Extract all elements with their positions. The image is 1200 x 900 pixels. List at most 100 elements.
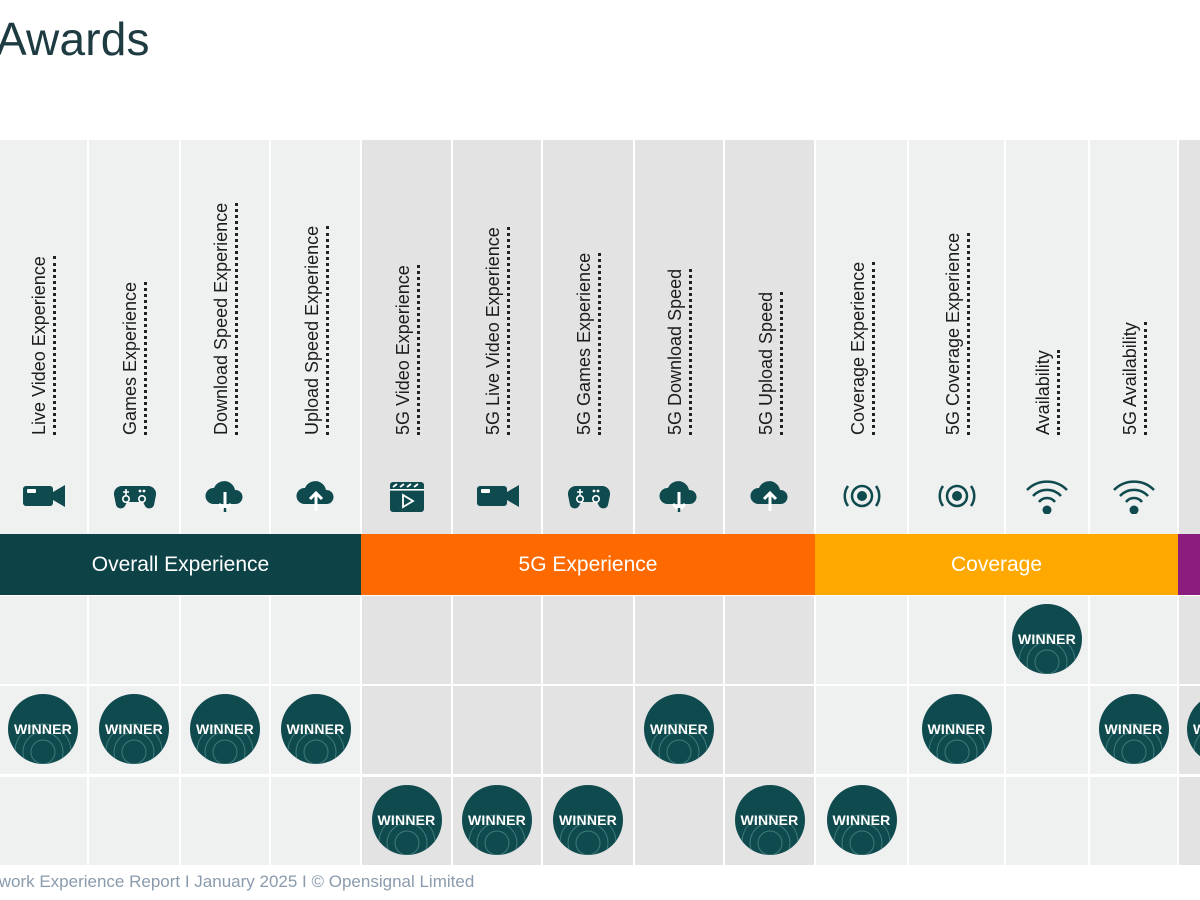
cloud-upload-icon [746, 478, 796, 512]
video-clapper-icon [383, 478, 433, 512]
column-header: Availability [1006, 140, 1088, 534]
column-label: Coverage Experience [847, 261, 875, 435]
winner-badge-label: WINNER [14, 721, 72, 737]
column-header: Download Speed Experience [181, 140, 269, 534]
award-cell [0, 596, 87, 684]
column-header: 5G Video Experience [362, 140, 451, 534]
column-label-text: 5G Coverage Experience [942, 232, 970, 435]
group-band-label: 5G Experience [518, 552, 658, 576]
column-label: Availability [1033, 350, 1060, 435]
award-cell [635, 777, 723, 865]
video-camera-icon [19, 478, 69, 512]
winner-badge-label: WINNER [468, 812, 526, 828]
winner-badge: WINNER [826, 785, 897, 855]
column-label-text: Games Experience [120, 281, 147, 435]
winner-badge: WINNER [921, 694, 992, 764]
award-cell [453, 686, 541, 774]
group-band-label: Coverage [950, 552, 1043, 576]
signal-rings-icon [933, 478, 983, 512]
winner-badge: WINNER [190, 694, 260, 764]
column-label-text: 5G Games Experience [574, 252, 601, 435]
column-header [1179, 140, 1200, 534]
signal-rings-icon [838, 478, 888, 512]
group-band-coverage: Coverage [815, 534, 1178, 595]
column-header: Upload Speed Experience [271, 140, 360, 534]
winner-badge-label: WINNER [105, 721, 163, 737]
column-label: 5G Games Experience [574, 252, 601, 435]
column-label: 5G Coverage Experience [942, 232, 970, 435]
column-label: 5G Download Speed [665, 268, 692, 435]
column-label-text: 5G Video Experience [392, 265, 420, 435]
award-cell [181, 777, 269, 865]
cloud-download-icon [201, 478, 251, 513]
column-label-text: 5G Download Speed [665, 268, 692, 435]
column-label-text: 5G Live Video Experience [483, 227, 510, 435]
cloud-upload-icon [292, 478, 342, 512]
column-header: Games Experience [89, 140, 179, 534]
column-header: Live Video Experience [0, 140, 87, 534]
winner-badge-label: WINNER [286, 721, 345, 737]
winner-badge: WINNER [99, 694, 169, 764]
column-label-text: Upload Speed Experience [301, 225, 329, 435]
cloud-download-icon [655, 478, 705, 513]
column-header: 5G Games Experience [543, 140, 633, 534]
winner-badge: WINNER [371, 785, 442, 855]
winner-badge-label: WINNER [650, 721, 708, 737]
group-band-5g: 5G Experience [361, 534, 815, 595]
winner-badge: WINNER [8, 694, 78, 764]
column-label-text: Coverage Experience [847, 261, 875, 435]
winner-badge-label: WINNER [740, 812, 799, 828]
award-cell [909, 596, 1004, 684]
award-cell [816, 596, 907, 684]
column-label: Live Video Experience [29, 256, 56, 435]
award-cell [1090, 596, 1177, 684]
column-label: Upload Speed Experience [301, 225, 329, 435]
wifi-icon [1110, 478, 1160, 515]
column-label: Games Experience [120, 281, 147, 435]
column-header: 5G Coverage Experience [909, 140, 1004, 534]
winner-badge: WINNER [462, 785, 532, 855]
winner-badge: WINNER [280, 694, 351, 764]
column-label: 5G Availability [1119, 322, 1147, 435]
page-title: Awards [0, 13, 150, 65]
gamepad-icon [110, 478, 160, 512]
winner-badge: WINNER [1098, 694, 1169, 764]
award-cell [453, 596, 541, 684]
footer-text: twork Experience Report I January 2025 I… [0, 872, 475, 891]
award-cell [0, 777, 87, 865]
award-cell [1179, 777, 1200, 865]
group-band-next [1178, 534, 1200, 595]
group-band-label: Overall Experience [91, 552, 270, 576]
winner-badge: WINNER [644, 694, 714, 764]
column-label: 5G Upload Speed [755, 291, 783, 435]
award-cell [1090, 777, 1177, 865]
award-cell [725, 686, 814, 774]
winner-badge: WINNER [1187, 694, 1200, 764]
winner-badge-label: WINNER [832, 812, 891, 828]
gamepad-icon [564, 478, 614, 512]
award-cell [181, 596, 269, 684]
winner-badge-label: WINNER [196, 721, 254, 737]
award-cell [89, 777, 179, 865]
wifi-icon [1023, 478, 1073, 515]
award-cell [1006, 777, 1088, 865]
column-label-text: Download Speed Experience [211, 202, 238, 435]
award-cell [725, 596, 814, 684]
award-cell [816, 686, 907, 774]
award-cell [1179, 596, 1200, 684]
award-cell [635, 596, 723, 684]
winner-badge-label: WINNER [1193, 721, 1200, 737]
group-band-overall: Overall Experience [0, 534, 361, 595]
column-header: 5G Upload Speed [725, 140, 814, 534]
winner-badge: WINNER [734, 785, 805, 855]
column-label-text: Availability [1033, 350, 1060, 435]
winner-badge-label: WINNER [377, 812, 436, 828]
winner-badge: WINNER [553, 785, 623, 855]
column-header: 5G Live Video Experience [453, 140, 541, 534]
winner-badge-label: WINNER [1104, 721, 1163, 737]
award-cell [89, 596, 179, 684]
column-label: 5G Video Experience [392, 265, 420, 435]
award-cell [543, 686, 633, 774]
column-header: 5G Availability [1090, 140, 1177, 534]
